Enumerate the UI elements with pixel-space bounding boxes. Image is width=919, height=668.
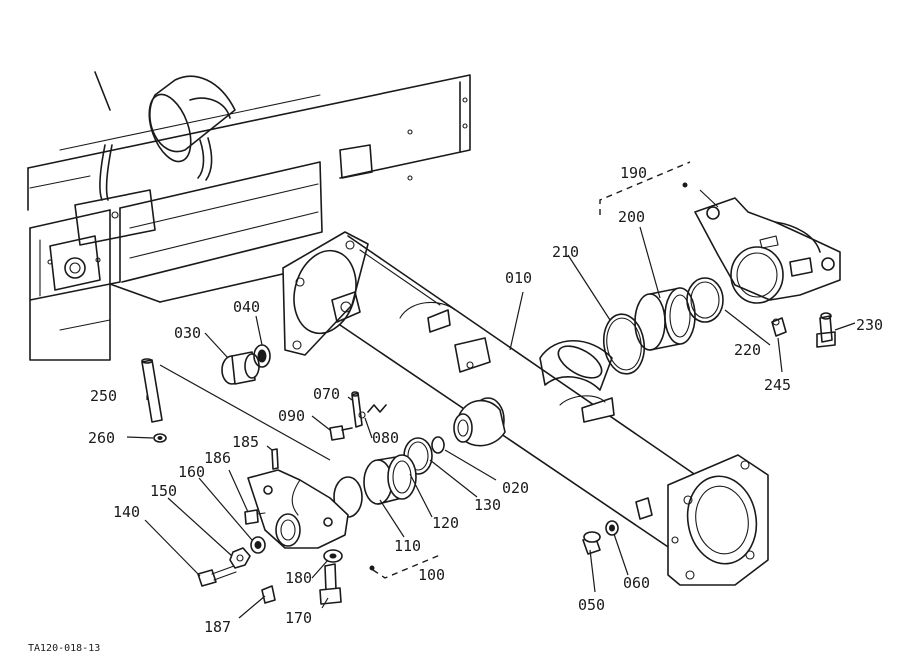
label-230: 230 bbox=[856, 316, 883, 334]
washer-130 bbox=[431, 436, 445, 454]
plug-050 bbox=[582, 531, 601, 555]
washer-060 bbox=[605, 520, 619, 536]
label-060: 060 bbox=[623, 574, 650, 592]
grease-fitting-187 bbox=[261, 585, 276, 604]
label-120: 120 bbox=[432, 514, 459, 532]
pin-080 bbox=[358, 404, 387, 419]
grease-nipple-230 bbox=[816, 312, 836, 348]
label-190: 190 bbox=[620, 164, 647, 182]
label-100: 100 bbox=[418, 566, 445, 584]
label-186: 186 bbox=[204, 449, 231, 467]
bushing-110 bbox=[363, 454, 417, 505]
label-110: 110 bbox=[394, 537, 421, 555]
leader-lines bbox=[126, 161, 856, 619]
label-180: 180 bbox=[285, 569, 312, 587]
front-axle-housing bbox=[282, 231, 769, 586]
o-ring-220 bbox=[686, 277, 724, 323]
label-030: 030 bbox=[174, 324, 201, 342]
tractor-frame-drawing bbox=[27, 71, 471, 361]
nut-150 bbox=[229, 547, 251, 569]
pin-185 bbox=[271, 448, 279, 470]
label-250: 250 bbox=[90, 387, 117, 405]
o-ring-210 bbox=[602, 313, 646, 375]
label-080: 080 bbox=[372, 429, 399, 447]
washer-260 bbox=[153, 433, 167, 443]
pin-250 bbox=[141, 358, 163, 423]
drawing-id: TA120-018-13 bbox=[28, 643, 100, 654]
label-070: 070 bbox=[313, 385, 340, 403]
label-020: 020 bbox=[502, 479, 529, 497]
grease-nipple-245 bbox=[771, 317, 787, 337]
label-187: 187 bbox=[204, 618, 231, 636]
label-170: 170 bbox=[285, 609, 312, 627]
label-130: 130 bbox=[474, 496, 501, 514]
fitting-186 bbox=[244, 509, 266, 525]
washer-180 bbox=[323, 549, 343, 563]
bolt-070 bbox=[351, 391, 363, 428]
label-040: 040 bbox=[233, 298, 260, 316]
bolt-140 bbox=[197, 565, 237, 587]
label-260: 260 bbox=[88, 429, 115, 447]
label-050: 050 bbox=[578, 596, 605, 614]
bolt-170 bbox=[319, 563, 342, 605]
label-245: 245 bbox=[764, 376, 791, 394]
label-200: 200 bbox=[618, 208, 645, 226]
label-220: 220 bbox=[734, 341, 761, 359]
callout-labels: 010 020 030 040 050 060 070 080 090 100 … bbox=[28, 164, 883, 654]
label-185: 185 bbox=[232, 433, 259, 451]
label-140: 140 bbox=[113, 503, 140, 521]
bracket-190 bbox=[694, 197, 841, 304]
hub-020 bbox=[453, 397, 506, 447]
label-160: 160 bbox=[178, 463, 205, 481]
label-010: 010 bbox=[505, 269, 532, 287]
washer-160 bbox=[250, 536, 266, 554]
label-150: 150 bbox=[150, 482, 177, 500]
plug-030 bbox=[221, 351, 260, 385]
bracket-100 bbox=[247, 469, 349, 549]
label-210: 210 bbox=[552, 243, 579, 261]
label-090: 090 bbox=[278, 407, 305, 425]
bolt-090 bbox=[329, 425, 353, 441]
